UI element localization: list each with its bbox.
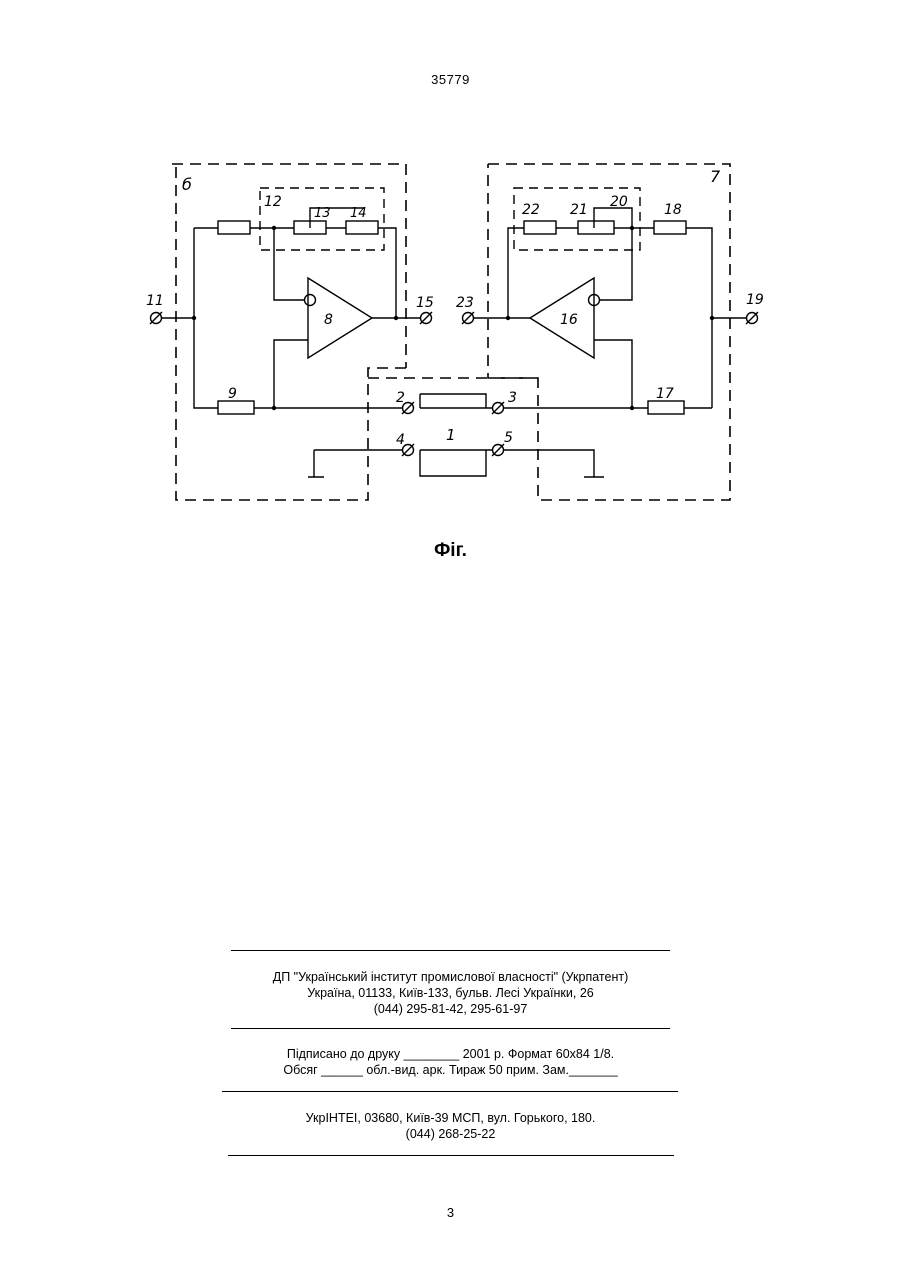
patent-number: 35779 — [0, 72, 901, 87]
divider — [231, 1028, 670, 1029]
label-resistor-21: 21 — [570, 202, 588, 218]
publisher-line-1: ДП "Український інститут промислової вла… — [0, 969, 901, 985]
label-resistor-14: 14 — [350, 206, 367, 221]
divider — [231, 950, 670, 951]
divider — [222, 1091, 678, 1092]
label-terminal-11: 11 — [146, 293, 164, 309]
label-resistor-17: 17 — [656, 386, 674, 402]
label-block-7: 7 — [710, 167, 721, 186]
label-block-6: б — [182, 175, 192, 194]
label-12: 12 — [264, 194, 282, 210]
label-element-1: 1 — [446, 426, 456, 444]
label-amp-8: 8 — [324, 312, 333, 328]
print-line-1: Підписано до друку ________ 2001 р. Форм… — [0, 1046, 901, 1062]
label-terminal-3: 3 — [508, 390, 517, 406]
label-terminal-23: 23 — [456, 295, 474, 311]
label-terminal-5: 5 — [504, 430, 513, 446]
label-terminal-15: 15 — [416, 295, 434, 311]
label-terminal-2: 2 — [396, 390, 405, 406]
printer-line-1: УкрІНТЕІ, 03680, Київ-39 МСП, вул. Горьк… — [0, 1110, 901, 1126]
label-amp-16: 16 — [560, 312, 578, 328]
label-terminal-4: 4 — [396, 432, 405, 448]
label-resistor-9: 9 — [228, 386, 237, 402]
label-resistor-18: 18 — [664, 202, 682, 218]
label-terminal-19: 19 — [746, 292, 764, 308]
printer-line-2: (044) 268-25-22 — [0, 1126, 901, 1142]
divider — [228, 1155, 674, 1156]
label-resistor-13: 13 — [314, 206, 331, 221]
figure-caption: Фіг. — [0, 540, 901, 562]
label-resistor-22: 22 — [522, 202, 540, 218]
circuit-diagram: б 7 8 16 9 11 12 13 14 15 23 22 21 20 18… — [138, 150, 768, 520]
publisher-line-3: (044) 295-81-42, 295-61-97 — [0, 1001, 901, 1017]
publisher-line-2: Україна, 01133, Київ-133, бульв. Лесі Ук… — [0, 985, 901, 1001]
label-20: 20 — [610, 194, 628, 210]
print-line-2: Обсяг ______ обл.-вид. арк. Тираж 50 при… — [0, 1062, 901, 1078]
page-number: 3 — [0, 1205, 901, 1220]
